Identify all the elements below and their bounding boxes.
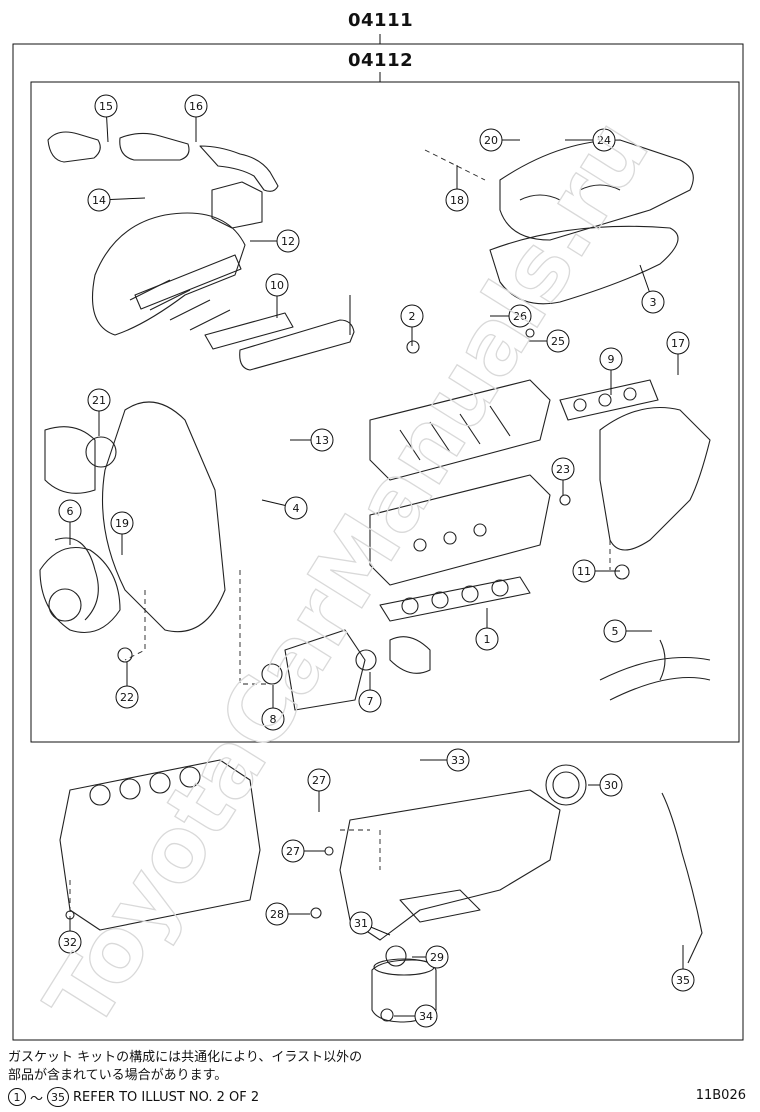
- reference-note: 1 〜 35 REFER TO ILLUST NO. 2 OF 2: [8, 1086, 259, 1108]
- ref-start-callout: 1: [8, 1088, 26, 1106]
- callout-number-26: 26: [513, 310, 527, 323]
- callout-circle-28: [265, 902, 289, 926]
- callout-number-19: 19: [115, 517, 129, 530]
- callout-circle-10: [265, 273, 289, 297]
- callout-circle-15: [94, 94, 118, 118]
- callout-number-8: 8: [270, 713, 277, 726]
- callout-circle-30: [599, 773, 623, 797]
- callout-number-3: 3: [650, 296, 657, 309]
- callout-circle-3: [641, 290, 665, 314]
- callout-number-18: 18: [450, 194, 464, 207]
- callout-number-24: 24: [597, 134, 611, 147]
- callout-circle-29: [425, 945, 449, 969]
- callout-circle-31: [349, 911, 373, 935]
- callout-circle-26: [508, 304, 532, 328]
- callout-number-23: 23: [556, 463, 570, 476]
- illustration-code: 11B026: [695, 1088, 746, 1103]
- callout-number-17: 17: [671, 337, 685, 350]
- callout-number-28: 28: [270, 908, 284, 921]
- callout-circle-35: [671, 968, 695, 992]
- japanese-note-line1: ガスケット キットの構成には共通化により、イラスト以外の: [8, 1050, 363, 1065]
- callout-number-7: 7: [367, 695, 374, 708]
- callout-circle-9: [599, 347, 623, 371]
- callout-number-4: 4: [293, 502, 300, 515]
- callout-circle-16: [184, 94, 208, 118]
- callout-circle-17: [666, 331, 690, 355]
- callout-number-1: 1: [484, 633, 491, 646]
- callout-circle-13: [310, 428, 334, 452]
- callout-circle-1: [475, 627, 499, 651]
- callout-circle-25: [546, 329, 570, 353]
- callout-circle-32: [58, 930, 82, 954]
- callout-circle-24: [592, 128, 616, 152]
- callout-number-22: 22: [120, 691, 134, 704]
- callout-number-15: 15: [99, 100, 113, 113]
- callout-number-10: 10: [270, 279, 284, 292]
- callout-number-34: 34: [419, 1010, 433, 1023]
- callout-circle-34: [414, 1004, 438, 1028]
- callout-number-12: 12: [281, 235, 295, 248]
- callout-number-21: 21: [92, 394, 106, 407]
- callout-number-27: 27: [312, 774, 326, 787]
- callout-circle-4: [284, 496, 308, 520]
- callout-number-25: 25: [551, 335, 565, 348]
- japanese-note-line2: 部品が含まれている場合があります。: [8, 1068, 228, 1083]
- callout-circle-5: [603, 619, 627, 643]
- callout-number-32: 32: [63, 936, 77, 949]
- callout-circle-19: [110, 511, 134, 535]
- callout-circle-18: [445, 188, 469, 212]
- ref-end-callout: 35: [47, 1087, 70, 1107]
- callout-circle-20: [479, 128, 503, 152]
- kit-frames: [12, 34, 744, 1041]
- callout-number-9: 9: [608, 353, 615, 366]
- callout-number-20: 20: [484, 134, 498, 147]
- callout-circle-33: [446, 748, 470, 772]
- callout-number-14: 14: [92, 194, 106, 207]
- callout-circle-21: [87, 388, 111, 412]
- callout-number-13: 13: [315, 434, 329, 447]
- callout-number-16: 16: [189, 100, 203, 113]
- kit-number-outer: 04111: [348, 10, 414, 31]
- callout-circle-8: [261, 707, 285, 731]
- callout-number-5: 5: [612, 625, 619, 638]
- callout-circle-12: [276, 229, 300, 253]
- callout-circle-7: [358, 689, 382, 713]
- callout-number-30: 30: [604, 779, 618, 792]
- ref-text: REFER TO ILLUST NO. 2 OF 2: [73, 1089, 260, 1105]
- callout-circle-14: [87, 188, 111, 212]
- callout-circle-11: [572, 559, 596, 583]
- callout-circle-27: [307, 768, 331, 792]
- callout-circle-22: [115, 685, 139, 709]
- callout-number-29: 29: [430, 951, 444, 964]
- callout-number-31: 31: [354, 917, 368, 930]
- callout-circle-6: [58, 499, 82, 523]
- parts-line-art: [39, 131, 711, 1023]
- dashed-leaders: [69, 149, 611, 920]
- callout-circle-27: [281, 839, 305, 863]
- callout-number-35: 35: [676, 974, 690, 987]
- ref-range-separator: 〜: [30, 1091, 44, 1107]
- kit-number-inner: 04112: [348, 50, 414, 71]
- callout-number-33: 33: [451, 754, 465, 767]
- callout-number-11: 11: [577, 565, 591, 578]
- callout-circle-2: [400, 304, 424, 328]
- callout-number-2: 2: [409, 310, 416, 323]
- callout-number-6: 6: [67, 505, 74, 518]
- callout-circle-23: [551, 457, 575, 481]
- callout-number-27: 27: [286, 845, 300, 858]
